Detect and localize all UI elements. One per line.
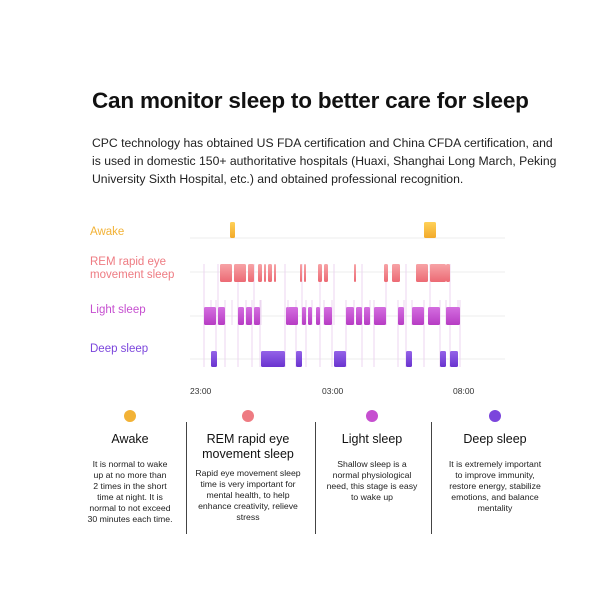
legend-divider bbox=[186, 422, 187, 534]
intro-line: University Sixth Hospital, etc.) and obt… bbox=[92, 172, 464, 186]
sleep-stage-segment-rem bbox=[300, 264, 302, 282]
light-dot-icon bbox=[366, 410, 378, 422]
sleep-stage-segment-light bbox=[238, 307, 244, 325]
sleep-stage-segment-deep bbox=[406, 351, 412, 367]
time-tick: 08:00 bbox=[453, 386, 475, 396]
sleep-stage-segment-light bbox=[308, 307, 312, 325]
stage-label-rem: REM rapid eye movement sleep bbox=[90, 256, 174, 282]
sleep-stage-segment-rem bbox=[318, 264, 322, 282]
sleep-stage-segment-rem bbox=[274, 264, 276, 282]
intro-line: is used in domestic 150+ authoritative h… bbox=[92, 154, 557, 168]
stage-label-rem-line: movement sleep bbox=[90, 269, 175, 281]
sleep-stage-segment-rem bbox=[324, 264, 328, 282]
sleep-stage-segment-rem bbox=[234, 264, 246, 282]
sleep-stage-segment-deep bbox=[334, 351, 346, 367]
sleep-stage-segment-rem bbox=[416, 264, 428, 282]
sleep-stage-segment-deep bbox=[450, 351, 458, 367]
legend-divider bbox=[315, 422, 316, 534]
intro-paragraph: CPC technology has obtained US FDA certi… bbox=[92, 134, 562, 188]
stage-label-awake: Awake bbox=[90, 226, 125, 238]
sleep-stage-segment-light bbox=[302, 307, 306, 325]
sleep-stage-segment-deep bbox=[261, 351, 285, 367]
sleep-stage-segment-light bbox=[218, 307, 225, 325]
stage-label-deep: Deep sleep bbox=[90, 343, 149, 355]
sleep-stage-segment-light bbox=[254, 307, 260, 325]
sleep-stage-segment-deep bbox=[296, 351, 302, 367]
time-tick: 03:00 bbox=[322, 386, 344, 396]
sleep-stage-segment-rem bbox=[268, 264, 272, 282]
sleep-stage-segment-light bbox=[428, 307, 440, 325]
sleep-stage-segment-light bbox=[412, 307, 424, 325]
sleep-stage-segment-rem bbox=[430, 264, 446, 282]
sleep-stage-segment-deep bbox=[440, 351, 446, 367]
sleep-stage-segment-awake bbox=[424, 222, 436, 238]
stage-label-rem-line: REM rapid eye bbox=[90, 256, 167, 268]
sleep-stage-segment-light bbox=[324, 307, 332, 325]
sleep-stage-segment-rem bbox=[384, 264, 388, 282]
stage-label-light: Light sleep bbox=[90, 304, 146, 316]
sleep-stage-segment-rem bbox=[264, 264, 266, 282]
deep-dot-icon bbox=[489, 410, 501, 422]
sleep-stage-segment-rem bbox=[258, 264, 262, 282]
sleep-stage-segment-rem bbox=[446, 264, 450, 282]
sleep-stage-segment-deep bbox=[211, 351, 217, 367]
sleep-stage-segment-light bbox=[246, 307, 252, 325]
sleep-stage-segment-light bbox=[346, 307, 354, 325]
sleep-stage-segment-rem bbox=[304, 264, 306, 282]
page-title: Can monitor sleep to better care for sle… bbox=[92, 88, 529, 113]
intro-line: CPC technology has obtained US FDA certi… bbox=[92, 136, 553, 150]
sleep-stage-segment-awake bbox=[230, 222, 235, 238]
legend-name: Light sleep bbox=[341, 432, 403, 446]
sleep-stage-segment-rem bbox=[392, 264, 400, 282]
legend-name: Deep sleep bbox=[463, 432, 527, 446]
sleep-stage-segment-light bbox=[398, 307, 404, 325]
sleep-stage-segment-light bbox=[316, 307, 320, 325]
rem-dot-icon bbox=[242, 410, 254, 422]
sleep-stage-segment-light bbox=[364, 307, 370, 325]
sleep-stage-segment-rem bbox=[220, 264, 232, 282]
sleep-stage-segment-rem bbox=[354, 264, 356, 282]
sleep-stage-segment-light bbox=[446, 307, 460, 325]
sleep-stage-segment-rem bbox=[248, 264, 254, 282]
sleep-stage-segment-light bbox=[204, 307, 216, 325]
legend-name: Awake bbox=[111, 432, 149, 446]
sleep-stage-segment-light bbox=[356, 307, 362, 325]
legend-divider bbox=[431, 422, 432, 534]
sleep-stage-segment-light bbox=[374, 307, 386, 325]
sleep-stage-segment-light bbox=[288, 307, 298, 325]
time-tick: 23:00 bbox=[190, 386, 212, 396]
awake-dot-icon bbox=[124, 410, 136, 422]
